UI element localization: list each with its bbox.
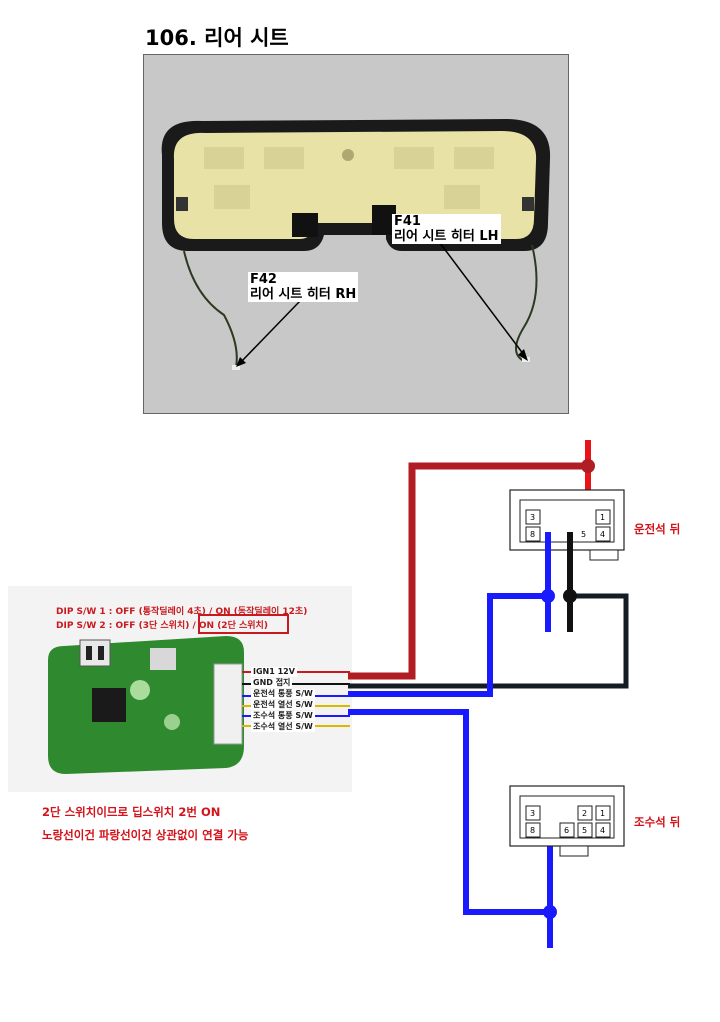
passenger-pin-6	[559, 822, 575, 838]
passenger-pin-6-label: 6	[564, 826, 569, 835]
callout-f41-code: F41	[394, 214, 421, 229]
heater-wire	[515, 244, 538, 362]
ign-junction	[581, 459, 595, 473]
driver-pin-5-label: 5	[581, 530, 586, 539]
wire-plug	[232, 365, 240, 370]
driver-pin-1	[595, 509, 611, 525]
driver-pin-3-label: 3	[530, 513, 535, 522]
module-connector	[213, 663, 243, 745]
passenger-pin-5	[577, 822, 593, 838]
passenger-pin-5-label: 5	[582, 826, 587, 835]
wire-label-driver-vent: 운전석 통풍 S/W	[251, 689, 315, 699]
callout-f42-name: 리어 시트 히터 RH	[250, 287, 357, 302]
side-clip	[176, 197, 188, 211]
foam-pad	[444, 185, 480, 209]
wire-label-passenger-heat: 조수석 열선 S/W	[251, 722, 315, 732]
passenger-pin-1-label: 1	[600, 809, 605, 818]
wire-label-gnd: GND 접지	[251, 678, 293, 688]
relay	[150, 648, 176, 670]
callout-f41-name: 리어 시트 히터 LH	[394, 229, 499, 244]
note-dip-setting: 2단 스위치이므로 딥스위치 2번 ON	[42, 805, 221, 819]
dip-switch-lever-2	[98, 646, 104, 660]
arrow-line-f42	[239, 300, 301, 364]
passenger-pin-2-label: 2	[582, 809, 587, 818]
passenger-connector-tab	[559, 845, 589, 857]
passenger-pin-8-label: 8	[530, 826, 535, 835]
passenger-pin-2	[577, 805, 593, 821]
foam-pad	[394, 147, 434, 169]
led-glow	[164, 714, 180, 730]
page-title: 106. 리어 시트	[145, 26, 289, 50]
led-glow	[130, 680, 150, 700]
driver-connector: 3 8 5 1 4	[509, 489, 625, 561]
passenger-vent-wire	[348, 709, 550, 915]
passenger-pin-4	[595, 822, 611, 838]
driver-connector-tab	[589, 549, 619, 561]
foam-pad	[264, 147, 304, 169]
driver-pin-4	[595, 526, 611, 542]
wire-label-ign: IGN1 12V	[251, 667, 297, 677]
microcontroller-chip	[92, 688, 126, 722]
driver-pin-8-label: 8	[530, 530, 535, 539]
arrow-head-f42	[236, 357, 246, 367]
passenger-pin-4-label: 4	[600, 826, 605, 835]
foam-pad	[214, 185, 250, 209]
driver-pin-3	[525, 509, 541, 525]
driver-pin-4-label: 4	[600, 530, 605, 539]
passenger-pin-1	[595, 805, 611, 821]
callout-f41: F41 리어 시트 히터 LH	[392, 214, 501, 244]
callout-f42-code: F42	[250, 272, 277, 287]
callout-f42: F42 리어 시트 히터 RH	[248, 272, 359, 302]
arrow-line-f41	[439, 242, 525, 356]
passenger-connector: 3 8 6 2 5 1 4	[509, 785, 625, 857]
driver-pin-1-label: 1	[600, 513, 605, 522]
driver-connector-label: 운전석 뒤	[634, 522, 681, 536]
side-clip	[522, 197, 534, 211]
seat-connector-rh	[292, 213, 318, 237]
driver-pin-8	[525, 526, 541, 542]
heater-wire	[183, 250, 238, 368]
gnd-junction	[563, 589, 577, 603]
dip-switch-2-highlight	[198, 614, 289, 634]
dip-switch-lever-1	[86, 646, 92, 660]
dip-switch-2-note: DIP S/W 2 : OFF (3단 스위치) / ON (2단 스위치)	[56, 621, 268, 631]
passenger-connector-label: 조수석 뒤	[634, 815, 681, 829]
wire-label-passenger-vent: 조수석 통풍 S/W	[251, 711, 315, 721]
driver-vent-wire	[348, 593, 548, 697]
passenger-pin-3	[525, 805, 541, 821]
note-wire-color: 노랑선이건 파랑선이건 상관없이 연결 가능	[42, 828, 249, 842]
ign-wire	[348, 462, 588, 680]
foam-pad	[454, 147, 494, 169]
dip-switch	[79, 639, 111, 667]
passenger-pin-8	[525, 822, 541, 838]
wire-label-driver-heat: 운전석 열선 S/W	[251, 700, 315, 710]
module-board	[48, 636, 244, 774]
driver-vent-junction	[541, 589, 555, 603]
dip-switch-1-note: DIP S/W 1 : OFF (통작딜레이 4초) / ON (동작딜레이 1…	[56, 607, 308, 617]
foam-hole	[342, 149, 354, 161]
foam-pad	[204, 147, 244, 169]
passenger-pin-3-label: 3	[530, 809, 535, 818]
arrow-head-f41	[518, 349, 528, 361]
passenger-vent-junction	[543, 905, 557, 919]
